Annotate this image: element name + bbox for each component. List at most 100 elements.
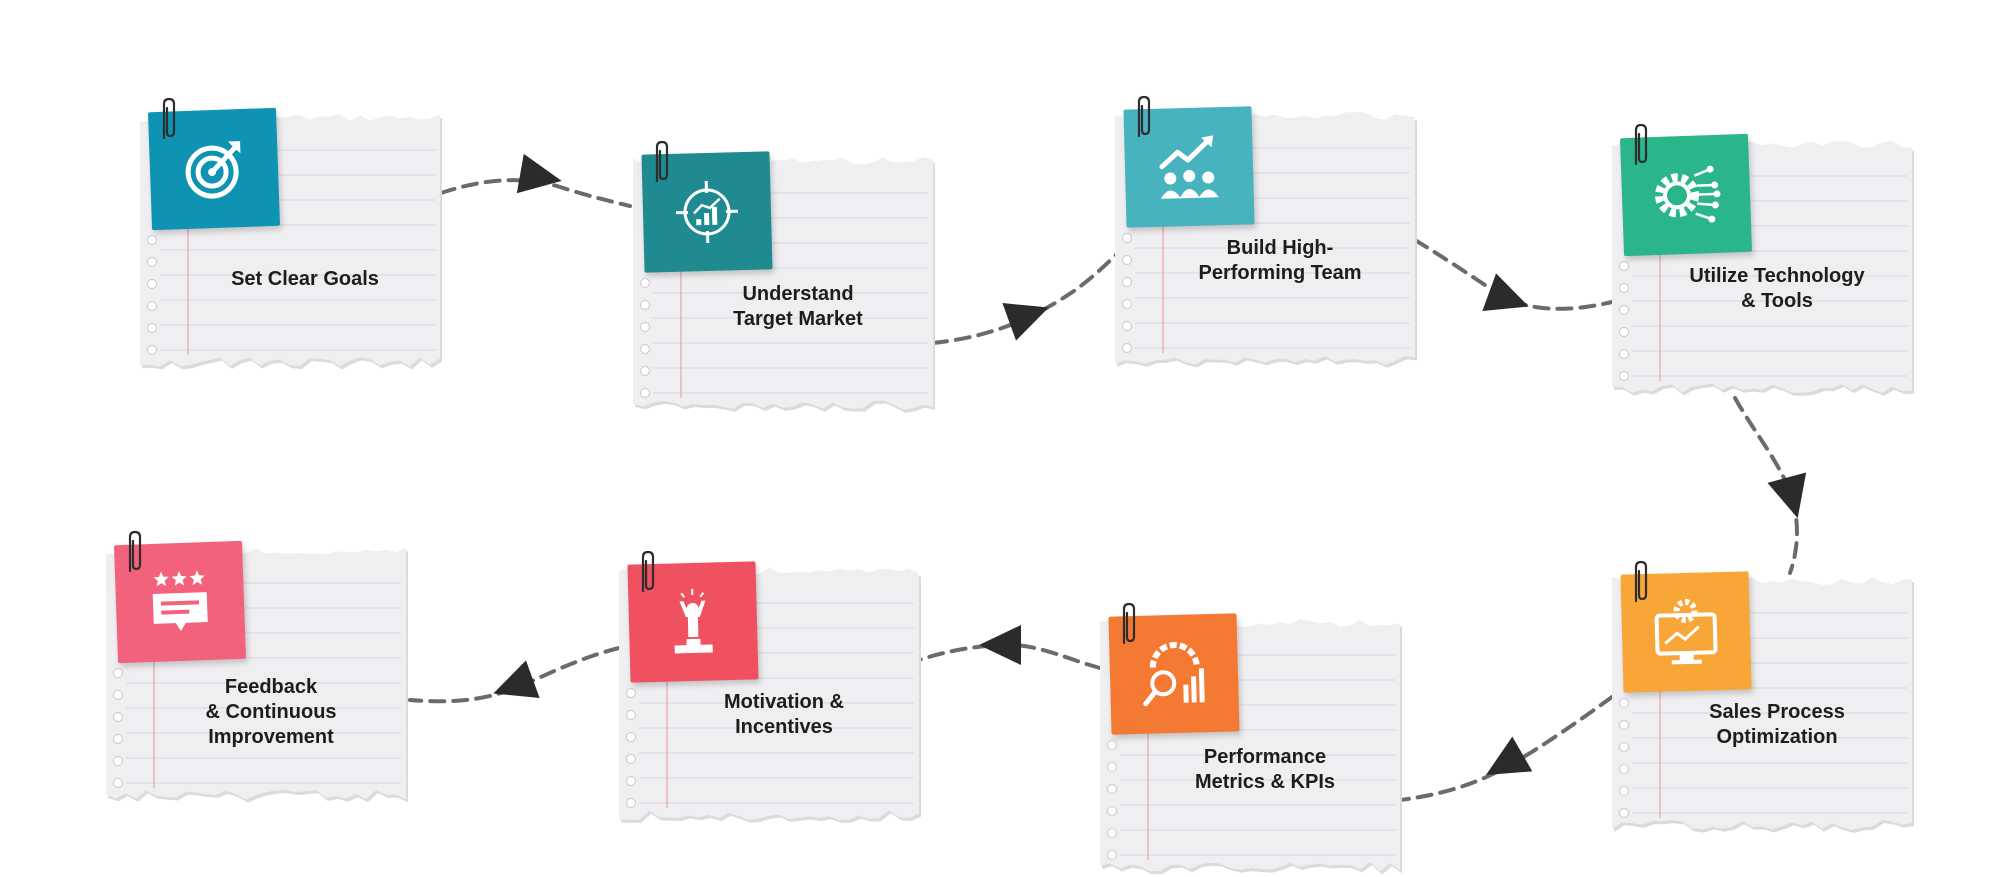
step-label: Motivation & Incentives	[659, 690, 909, 740]
punch-hole	[1620, 809, 1629, 818]
step-label: Utilize Technology & Tools	[1652, 264, 1902, 314]
connector-arrow	[1400, 697, 1612, 800]
paperclip-wire	[1124, 604, 1134, 643]
step-card-sales-process: Sales Process Optimization	[1612, 573, 1912, 835]
punch-hole	[627, 777, 636, 786]
arrowhead-icon	[517, 154, 565, 201]
punch-hole	[1620, 787, 1629, 796]
paperclip-wire	[1139, 97, 1149, 136]
tech-gear-icon	[1650, 159, 1722, 231]
connector-arrow	[441, 180, 630, 206]
team-growth-icon	[1153, 131, 1225, 203]
arrowhead-icon	[1476, 737, 1532, 793]
punch-hole	[1620, 284, 1629, 293]
punch-hole	[1123, 278, 1132, 287]
punch-hole	[1620, 721, 1629, 730]
punch-hole	[1108, 829, 1117, 838]
punch-hole	[114, 691, 123, 700]
step-card-motivation: Motivation & Incentives	[619, 563, 919, 825]
punch-hole	[627, 689, 636, 698]
target-dart-icon	[178, 133, 250, 205]
punch-hole	[641, 301, 650, 310]
arrowhead-icon	[486, 660, 539, 712]
punch-hole	[148, 236, 157, 245]
podium-person-icon	[657, 586, 729, 658]
step-label: Set Clear Goals	[180, 267, 430, 292]
monitor-gear-icon	[1650, 596, 1722, 668]
connector-arrow	[410, 648, 619, 701]
arrowhead-icon	[1002, 289, 1055, 341]
punch-hole	[1123, 344, 1132, 353]
punch-hole	[1620, 262, 1629, 271]
punch-hole	[627, 733, 636, 742]
step-label: Feedback & Continuous Improvement	[146, 675, 396, 750]
punch-hole	[641, 345, 650, 354]
punch-hole	[148, 258, 157, 267]
punch-hole	[148, 346, 157, 355]
punch-hole	[148, 302, 157, 311]
paperclip-wire	[657, 142, 667, 181]
step-card-utilize-technology: Utilize Technology & Tools	[1612, 136, 1912, 398]
paperclip-wire	[164, 99, 174, 138]
step-label: Build High- Performing Team	[1155, 236, 1405, 286]
paperclip-icon	[1630, 561, 1652, 607]
punch-hole	[1620, 350, 1629, 359]
paperclip-icon	[1630, 124, 1652, 170]
step-card-performance-metrics: Performance Metrics & KPIs	[1100, 615, 1400, 877]
step-card-feedback: Feedback & Continuous Improvement	[106, 543, 406, 805]
step-card-build-team: Build High- Performing Team	[1115, 108, 1415, 370]
punch-hole	[114, 735, 123, 744]
punch-hole	[1123, 234, 1132, 243]
paperclip-icon	[1118, 603, 1140, 649]
punch-hole	[114, 779, 123, 788]
paperclip-wire	[130, 532, 140, 571]
step-label: Performance Metrics & KPIs	[1140, 745, 1390, 795]
punch-hole	[1123, 256, 1132, 265]
punch-hole	[627, 711, 636, 720]
punch-hole	[627, 755, 636, 764]
punch-hole	[1620, 743, 1629, 752]
paperclip-icon	[124, 531, 146, 577]
rating-feedback-icon	[144, 566, 216, 638]
punch-hole	[114, 669, 123, 678]
paperclip-wire	[643, 552, 653, 591]
punch-hole	[1108, 763, 1117, 772]
arrowhead-icon	[1768, 473, 1818, 524]
paperclip-icon	[651, 141, 673, 187]
punch-hole	[148, 324, 157, 333]
punch-hole	[1123, 300, 1132, 309]
punch-hole	[1620, 328, 1629, 337]
step-label: Sales Process Optimization	[1652, 700, 1902, 750]
market-analysis-icon	[671, 176, 743, 248]
paperclip-icon	[1133, 96, 1155, 142]
punch-hole	[1108, 741, 1117, 750]
punch-hole	[1123, 322, 1132, 331]
punch-hole	[627, 799, 636, 808]
paperclip-icon	[637, 551, 659, 597]
punch-hole	[641, 389, 650, 398]
punch-hole	[1108, 807, 1117, 816]
punch-hole	[1620, 699, 1629, 708]
connector-arrow	[1735, 398, 1797, 573]
punch-hole	[1108, 851, 1117, 860]
arrowhead-icon	[979, 625, 1021, 665]
paperclip-wire	[1636, 125, 1646, 164]
punch-hole	[114, 713, 123, 722]
connector-arrow	[933, 253, 1118, 343]
punch-hole	[148, 280, 157, 289]
step-label: Understand Target Market	[673, 282, 923, 332]
punch-hole	[1620, 372, 1629, 381]
metrics-magnifier-icon	[1138, 638, 1210, 710]
step-card-understand-target-market: Understand Target Market	[633, 153, 933, 415]
punch-hole	[641, 367, 650, 376]
punch-hole	[641, 323, 650, 332]
paperclip-icon	[158, 98, 180, 144]
punch-hole	[1620, 765, 1629, 774]
arrowhead-icon	[1482, 273, 1535, 325]
paperclip-wire	[1636, 562, 1646, 601]
connector-arrow	[1415, 240, 1612, 309]
punch-hole	[641, 279, 650, 288]
connector-arrow	[919, 645, 1100, 668]
punch-hole	[1108, 785, 1117, 794]
